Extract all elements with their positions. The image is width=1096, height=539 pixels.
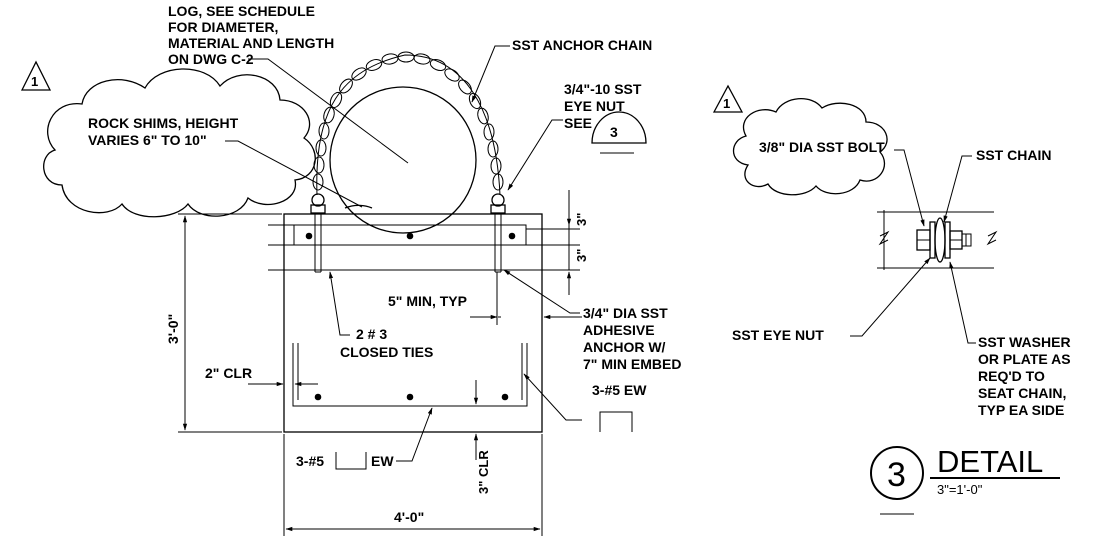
height-dimension: 3'-0": [165, 213, 282, 433]
ties-line-1: 2 # 3: [356, 326, 387, 342]
revision-triangle-left: 1: [20, 60, 52, 91]
eye-nut-left: [310, 193, 326, 214]
min-typ-label: 5" MIN, TYP: [388, 293, 467, 309]
log-note-line-4: ON DWG C-2: [168, 51, 254, 67]
revision-mark-left: 1: [31, 74, 38, 89]
clr-2in: 2" CLR: [205, 365, 252, 381]
title-block: 3 DETAIL 3"=1'-0": [870, 444, 1060, 515]
ties-line-2: CLOSED TIES: [340, 344, 433, 360]
title-text: DETAIL: [937, 444, 1043, 479]
eye-nut-right: [490, 193, 506, 214]
revision-triangle-right: 1: [712, 84, 744, 113]
adhesive-anchor-line-3: ANCHOR W/: [583, 339, 666, 355]
washer-line-5: TYP EA SIDE: [978, 402, 1064, 418]
washer-line-1: SST WASHER: [978, 334, 1071, 350]
revision-cloud-left: [43, 68, 316, 218]
adhesive-anchor-note: 3/4" DIA SST ADHESIVE ANCHOR W/ 7" MIN E…: [503, 269, 681, 372]
title-number: 3: [887, 456, 906, 494]
eye-nut-note: 3/4"-10 SST EYE NUT SEE 3: [507, 81, 647, 191]
log-note-line-3: MATERIAL AND LENGTH: [168, 35, 334, 51]
dim-3in-top: 3": [574, 213, 589, 226]
eye-nut-line-3: SEE: [564, 115, 592, 131]
dim-height: 3'-0": [165, 314, 181, 344]
eye-nut-label: SST EYE NUT: [732, 327, 824, 343]
revision-mark-right: 1: [723, 96, 730, 111]
bolt-label: 3/8" DIA SST BOLT: [759, 139, 885, 155]
washer-line-2: OR PLATE AS: [978, 351, 1071, 367]
anchor-chain: [312, 51, 504, 191]
eye-nut-ref: 3: [610, 124, 618, 140]
rebar-ew-right: 3-#5 EW: [592, 382, 647, 398]
revision-cloud-right: [732, 98, 888, 196]
washer-line-4: SEAT CHAIN,: [978, 385, 1066, 401]
eye-nut-line-2: EYE NUT: [564, 98, 625, 114]
rebar-ew-bottom-a: 3-#5: [296, 453, 324, 469]
rock-shims-line-1: ROCK SHIMS, HEIGHT: [88, 115, 239, 131]
adhesive-anchor-line-1: 3/4" DIA SST: [583, 305, 668, 321]
log-note-line-1: LOG, SEE SCHEDULE: [168, 3, 315, 19]
washer-note: SST WASHER OR PLATE AS REQ'D TO SEAT CHA…: [949, 261, 1071, 418]
adhesive-anchor-line-2: ADHESIVE: [583, 322, 655, 338]
rebar-ew-bottom-b: EW: [371, 453, 394, 469]
eye-nut-line-1: 3/4"-10 SST: [564, 81, 642, 97]
top-cover-dims: 3" 3": [566, 190, 589, 295]
adhesive-anchor-line-4: 7" MIN EMBED: [583, 356, 681, 372]
clr-3in: 3" CLR: [476, 450, 491, 494]
concrete-footing: [283, 213, 543, 433]
title-scale: 3"=1'-0": [937, 482, 983, 497]
closed-tie-outer: [293, 224, 527, 246]
chain-label: SST CHAIN: [976, 147, 1051, 163]
anchor-chain-label: SST ANCHOR CHAIN: [512, 37, 652, 53]
log-note: LOG, SEE SCHEDULE FOR DIAMETER, MATERIAL…: [168, 3, 409, 164]
width-dimension: 4'-0": [283, 434, 543, 536]
washer-line-3: REQ'D TO: [978, 368, 1045, 384]
bolt-assembly: [877, 210, 998, 270]
log: [329, 86, 477, 234]
log-note-line-2: FOR DIAMETER,: [168, 19, 278, 35]
dim-width: 4'-0": [394, 509, 424, 525]
dim-3in-bottom: 3": [574, 249, 589, 262]
rock-shims-line-2: VARIES 6" TO 10": [88, 132, 207, 148]
